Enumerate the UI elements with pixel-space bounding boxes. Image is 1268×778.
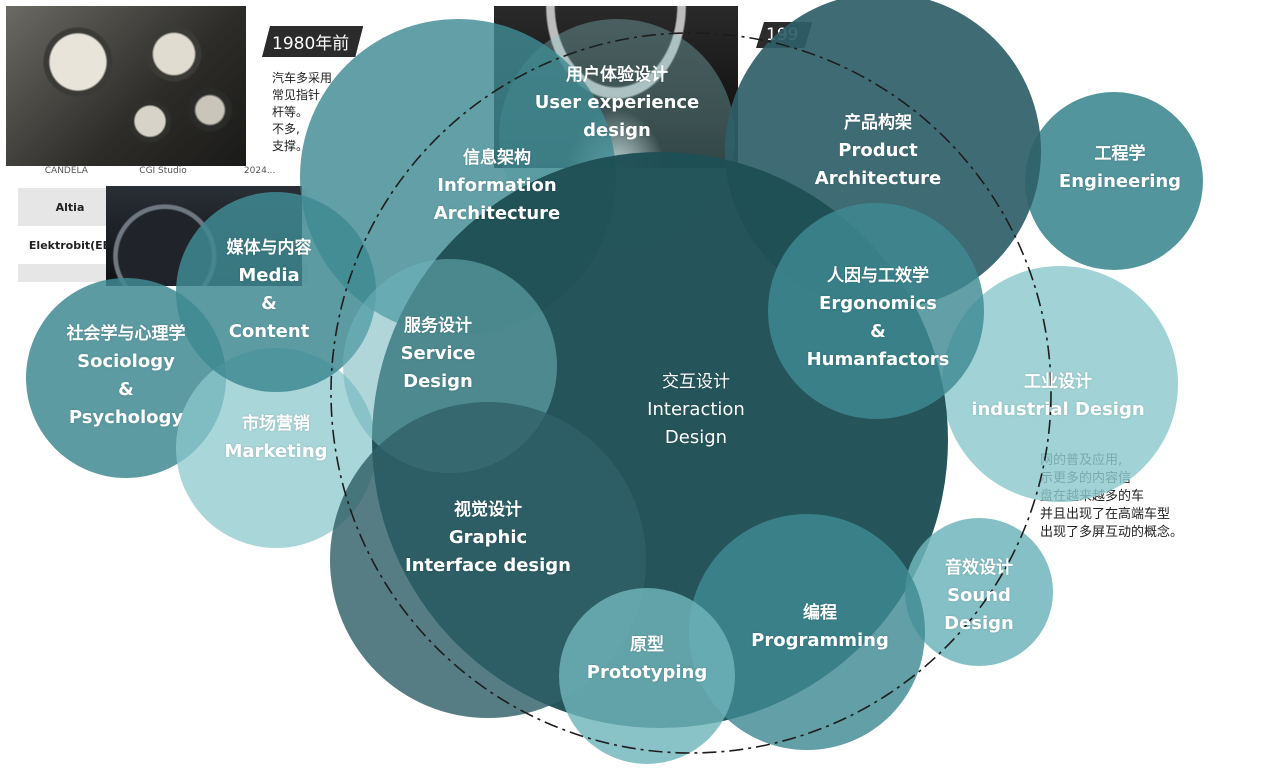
- label-en: Sound: [947, 585, 1011, 606]
- label-en: Information: [437, 175, 557, 196]
- label-marketing: 市场营销 Marketing: [224, 410, 327, 466]
- dashboard-gauges-photo: [6, 6, 246, 166]
- label-prototyping: 原型 Prototyping: [587, 631, 708, 687]
- table-row: Elektrobit(EB: [18, 226, 308, 264]
- label-zh: 视觉设计: [454, 500, 522, 520]
- label-zh: 信息架构: [462, 148, 531, 168]
- text-line: 汽车多采用: [272, 71, 333, 85]
- label-zh: 交互设计: [662, 372, 730, 392]
- label-en: Psychology: [68, 407, 184, 428]
- label-en: &: [118, 379, 134, 400]
- text-line: 不多,: [272, 122, 300, 136]
- table-header-cell: CANDELA: [44, 166, 88, 176]
- background-text-left: 汽车多采用 常见指针 杆等。 不多, 支撑。: [272, 70, 342, 155]
- label-zh: 编程: [802, 603, 837, 623]
- interaction-boundary-ring: [330, 32, 1052, 754]
- table-cell: Elektrobit(EB: [28, 238, 112, 252]
- label-en: Humanfactors: [806, 349, 950, 370]
- label-en: Ergonomics: [819, 293, 937, 314]
- label-en: Engineering: [1058, 171, 1182, 192]
- label-en: Marketing: [224, 441, 328, 462]
- text-line: 杆等。: [272, 105, 309, 119]
- label-en: &: [870, 321, 886, 342]
- label-industrial: 工业设计 industrial Design: [971, 368, 1144, 424]
- text-line: 支撑。: [272, 139, 309, 153]
- label-zh: 用户体验设计: [565, 65, 668, 85]
- label-en: Sociology: [77, 351, 175, 372]
- label-zh: 媒体与内容: [226, 238, 312, 258]
- label-engineering: 工程学 Engineering: [1059, 140, 1181, 196]
- label-en: Interface design: [405, 555, 571, 576]
- label-zh: 工程学: [1094, 144, 1146, 164]
- label-en: Design: [664, 427, 728, 448]
- label-zh: 社会学与心理学: [66, 324, 186, 344]
- label-en: &: [261, 293, 277, 314]
- label-en: Content: [228, 321, 310, 342]
- label-zh: 音效设计: [944, 558, 1013, 578]
- label-programming: 编程 Programming: [751, 599, 889, 655]
- label-en: Design: [944, 613, 1014, 634]
- label-en: Prototyping: [586, 662, 708, 683]
- table-header-cell: 2024...: [243, 166, 276, 176]
- label-en: Service: [400, 343, 476, 364]
- label-zh: 人因与工效学: [827, 266, 929, 286]
- label-ergonomics: 人因与工效学 Ergonomics & Humanfactors: [807, 262, 950, 374]
- text-line: 并且出现了在高端车型: [1040, 507, 1171, 522]
- label-en: Media: [238, 265, 300, 286]
- label-zh: 工业设计: [1024, 372, 1092, 392]
- label-user-experience: 用户体验设计 User experience design: [535, 61, 700, 145]
- label-en: Graphic: [448, 527, 528, 548]
- label-en: Architecture: [433, 203, 561, 224]
- circle-marketing: [176, 348, 376, 548]
- label-en: Interaction: [647, 399, 745, 420]
- label-en: Product: [838, 140, 918, 161]
- circle-sociology: [26, 278, 226, 478]
- circle-sound: [905, 518, 1053, 666]
- label-zh: 原型: [630, 635, 664, 655]
- label-en: User experience: [534, 92, 700, 113]
- table-header-cell: CGI Studio: [139, 166, 187, 176]
- label-en: industrial Design: [971, 399, 1145, 420]
- circle-ergonomics: [768, 203, 984, 419]
- circle-engineering: [1025, 92, 1203, 270]
- circle-graphic: [330, 402, 646, 718]
- label-sociology: 社会学与心理学 Sociology & Psychology: [67, 320, 186, 432]
- label-en: Programming: [751, 630, 889, 651]
- label-zh: 服务设计: [404, 316, 472, 336]
- era-tag-1980: 1980年前: [262, 26, 363, 57]
- circle-industrial: [942, 266, 1178, 502]
- label-en: Architecture: [814, 168, 942, 189]
- table-header: CANDELA CGI Studio 2024...: [18, 166, 308, 178]
- text-line: 常见指针: [272, 88, 321, 102]
- label-zh: 产品构架: [843, 113, 912, 133]
- circle-programming: [689, 514, 925, 750]
- circle-prototyping: [559, 588, 735, 764]
- label-media: 媒体与内容 Media & Content: [227, 234, 312, 346]
- table-cell: Altia: [55, 200, 85, 214]
- label-en: Design: [403, 371, 473, 392]
- text-line: 出现了多屏互动的概念。: [1040, 525, 1184, 540]
- label-zh: 市场营销: [241, 414, 310, 434]
- label-en: design: [583, 120, 651, 141]
